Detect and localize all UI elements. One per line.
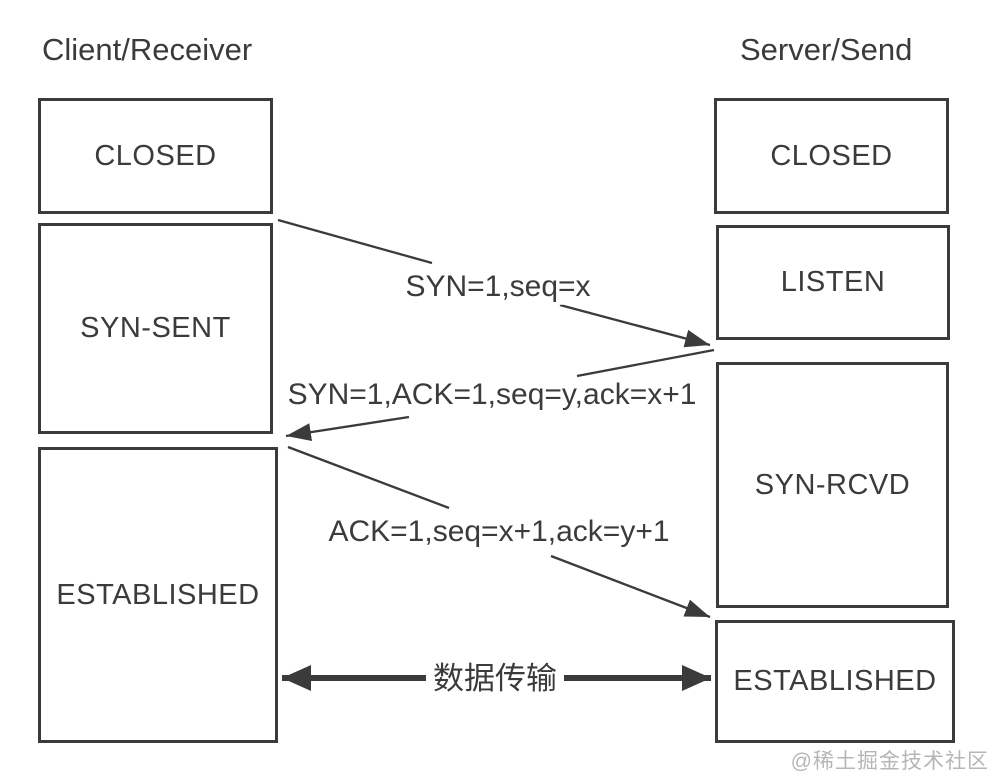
state-label-client-established: ESTABLISHED [56, 578, 260, 611]
message-label-syn: SYN=1,seq=x [400, 269, 596, 305]
message-label-ack: ACK=1,seq=x+1,ack=y+1 [323, 514, 675, 550]
state-box-server-closed: CLOSED [714, 98, 949, 214]
state-box-server-listen: LISTEN [716, 225, 950, 340]
state-box-client-syn-sent: SYN-SENT [38, 223, 273, 434]
state-box-server-syn-rcvd: SYN-RCVD [716, 362, 949, 608]
state-label-server-syn-rcvd: SYN-RCVD [754, 468, 911, 501]
syn-arrow-segment-head [559, 303, 711, 348]
data-transfer-label: 数据传输 [426, 661, 564, 697]
syn-ack-arrow-segment-head [285, 415, 410, 442]
state-label-client-syn-sent: SYN-SENT [80, 312, 231, 344]
syn-ack-arrow-segment-start [576, 348, 715, 378]
state-label-server-established: ESTABLISHED [733, 665, 937, 697]
state-box-client-closed: CLOSED [38, 98, 273, 214]
message-label-syn-ack: SYN=1,ACK=1,seq=y,ack=x+1 [282, 377, 702, 413]
state-label-client-closed: CLOSED [94, 139, 217, 172]
state-label-server-listen: LISTEN [780, 266, 886, 298]
ack-arrow-segment-start [287, 445, 450, 510]
ack-arrow-segment-head [550, 554, 711, 619]
state-label-server-closed: CLOSED [770, 139, 893, 172]
state-box-client-established: ESTABLISHED [38, 447, 278, 743]
watermark-text: @稀土掘金技术社区 [790, 750, 989, 773]
state-box-server-established: ESTABLISHED [715, 620, 955, 743]
client-column-title: Client/Receiver [42, 32, 253, 67]
syn-arrow-segment-start [277, 218, 433, 265]
server-column-title: Server/Send [740, 32, 913, 67]
